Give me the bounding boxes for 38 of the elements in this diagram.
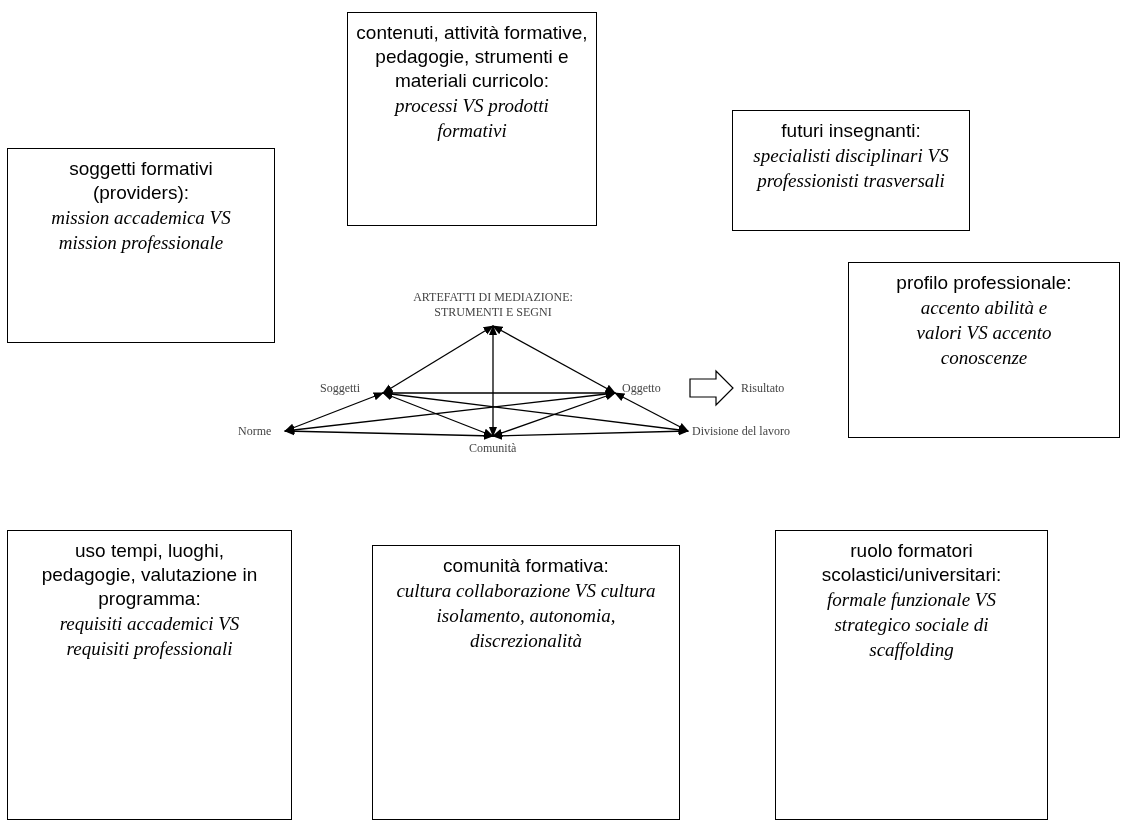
text-box: [848, 262, 1120, 438]
text-box: [775, 530, 1048, 820]
box-heading: profilo professionale:: [896, 271, 1072, 295]
vertex-label: Divisione del lavoro: [692, 424, 790, 439]
block-arrow: [689, 369, 734, 407]
text-box: [732, 110, 970, 231]
arrow: [488, 324, 498, 438]
box-heading: ruolo formatori scolastici/universitari:: [820, 539, 1003, 587]
box-body: specialisti disciplinari VS professionisti trasversali: [752, 144, 950, 193]
arrow: [382, 325, 494, 394]
text-box: [7, 530, 292, 820]
arrow: [492, 392, 616, 437]
box-heading: contenuti, attività formative, pedagogie, strumenti e materiali curricolo:: [355, 21, 589, 93]
box-body: requisiti accademici VS requisiti professionali: [58, 612, 241, 661]
vertex-label: Comunità: [469, 441, 517, 456]
box-heading: soggetti formativi (providers):: [68, 157, 214, 205]
text-box: [347, 12, 597, 226]
vertex-label: Risultato: [741, 381, 785, 396]
text-box: [7, 148, 275, 343]
box-body: mission accademica VS mission professionale: [50, 206, 232, 255]
vertex-label: Norme: [238, 424, 272, 439]
vertex-label: Soggetti: [320, 381, 360, 396]
text-box: [372, 545, 680, 820]
box-heading: comunità formativa:: [443, 554, 609, 578]
box-body: formale funzionale VS strategico sociale di scaffolding: [826, 588, 997, 662]
vertex-label: ARTEFATTI DI MEDIAZIONE: STRUMENTI E SEGNI: [403, 290, 583, 320]
arrow: [491, 427, 690, 440]
vertex-label: Oggetto: [622, 381, 661, 396]
arrow: [614, 392, 689, 432]
arrow: [284, 392, 384, 432]
box-body: accento abilità e valori VS accento conoscenze: [915, 296, 1053, 370]
box-heading: uso tempi, luoghi, pedagogie, valutazione in programma:: [40, 539, 259, 611]
arrow: [283, 427, 495, 440]
box-heading: futuri insegnanti:: [781, 119, 921, 143]
arrow: [382, 392, 494, 437]
box-body: cultura collaborazione VS cultura isolamento, autonomia, discrezionalità: [396, 579, 656, 653]
box-body: processi VS prodotti formativi: [393, 94, 550, 143]
arrow: [492, 325, 616, 394]
